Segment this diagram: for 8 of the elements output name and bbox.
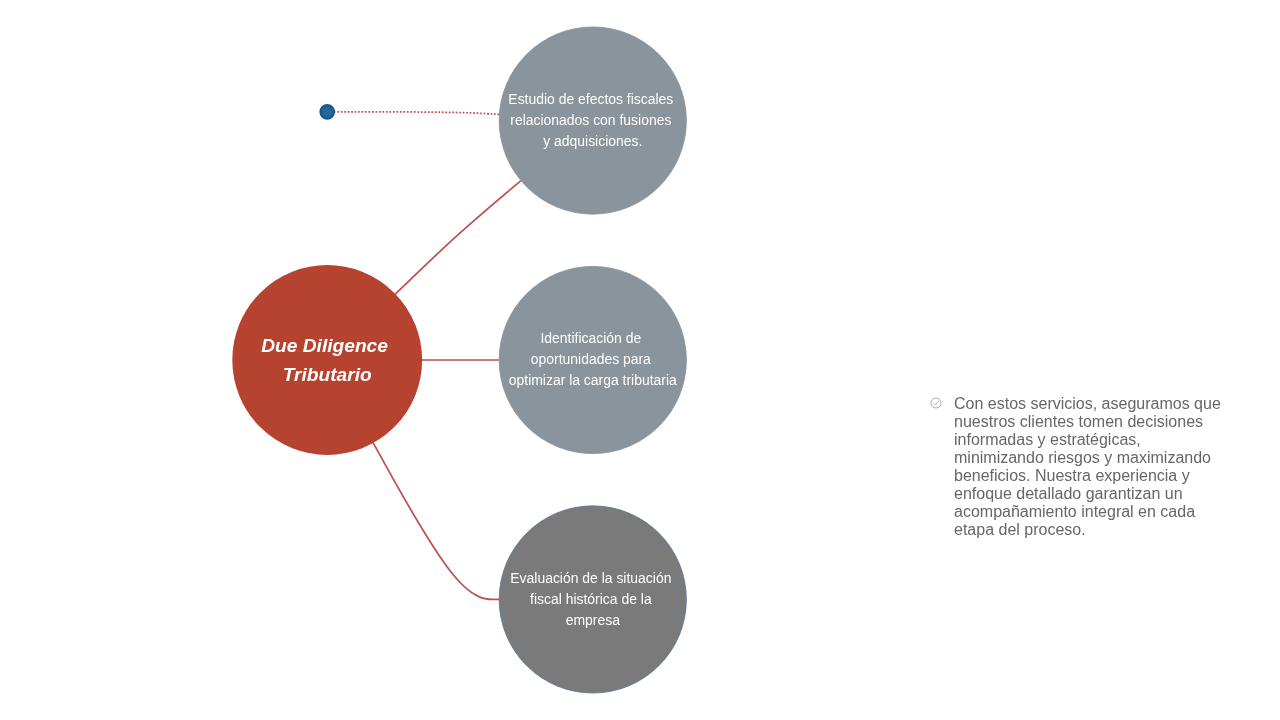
- node-circle: Due Diligence Tributario: [232, 265, 423, 455]
- connector: [371, 441, 501, 601]
- node-circle: [319, 104, 336, 120]
- node-circle: Identificación de oportunidades para optimizar la carga tributaria: [498, 265, 687, 455]
- node-circle: Evaluación de la situación fiscal histórica de la empresa: [498, 505, 687, 694]
- note-text: Con estos servicios, aseguramos que nuestros clientes tomen decisiones informadas y estratégicas, minimizando riesgos y maximizando beneficios. Nuestra experiencia y enfoque detallado garantizan un acompañamiento integral en cada etapa del proceso.: [954, 395, 1222, 539]
- node-circle: Estudio de efectos fiscales relacionados con fusiones y adquisiciones.: [498, 26, 687, 215]
- connector: [393, 179, 522, 296]
